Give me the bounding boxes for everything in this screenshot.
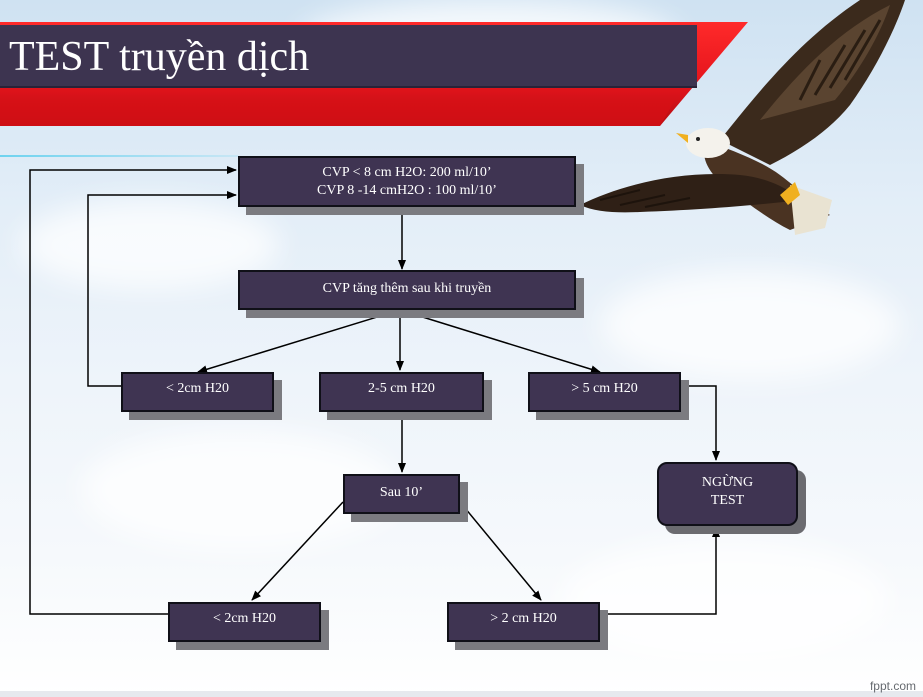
node-stop-test: NGỪNG TEST xyxy=(657,462,798,526)
node-after-lt2: < 2cm H20 xyxy=(168,602,321,642)
cloud-decoration xyxy=(20,200,280,290)
node-cvp-increase: CVP tăng thêm sau khi truyền xyxy=(238,270,576,310)
cloud-decoration xyxy=(560,540,890,660)
footer-brand: fppt.com xyxy=(869,679,916,693)
title-bar xyxy=(0,25,697,88)
node-lt2: < 2cm H20 xyxy=(121,372,274,412)
bottom-strip xyxy=(0,691,923,697)
node-stop-line1: NGỪNG xyxy=(701,475,754,490)
node-after-lt2-label: < 2cm H20 xyxy=(212,611,277,626)
node-gt5-label: > 5 cm H20 xyxy=(571,381,638,396)
node-start-line2: CVP 8 -14 cmH2O : 100 ml/10’ xyxy=(317,183,497,198)
accent-line xyxy=(0,155,238,157)
node-gt5: > 5 cm H20 xyxy=(528,372,681,412)
page-title: TEST truyền dịch xyxy=(9,34,310,80)
arrow-increase-to-lt2 xyxy=(197,309,401,374)
arrow-lt2-loop xyxy=(87,191,237,387)
arrow-after10-to-gt2 xyxy=(459,501,542,601)
node-2-5: 2-5 cm H20 xyxy=(319,372,484,412)
node-cvp-increase-label: CVP tăng thêm sau khi truyền xyxy=(322,281,492,296)
node-after-10-label: Sau 10’ xyxy=(379,485,424,500)
node-stop-line2: TEST xyxy=(710,493,745,508)
node-after-10: Sau 10’ xyxy=(343,474,460,514)
node-2-5-label: 2-5 cm H20 xyxy=(368,381,435,396)
eagle-icon xyxy=(580,0,905,235)
node-lt2-label: < 2cm H20 xyxy=(165,381,230,396)
node-start-infusion: CVP < 8 cm H2O: 200 ml/10’ CVP 8 -14 cmH… xyxy=(238,156,576,207)
arrow-increase-to-gt5 xyxy=(399,309,601,374)
node-start-line1: CVP < 8 cm H2O: 200 ml/10’ xyxy=(322,165,492,180)
node-after-gt2-label: > 2 cm H20 xyxy=(490,611,557,626)
arrow-after-lt2-loop xyxy=(29,166,237,615)
node-after-gt2: > 2 cm H20 xyxy=(447,602,600,642)
arrow-after10-to-lt2 xyxy=(251,501,344,601)
arrow-gt5-to-stop xyxy=(681,385,720,461)
cloud-decoration xyxy=(600,270,900,380)
arrow-gt2-to-stop xyxy=(600,527,720,615)
